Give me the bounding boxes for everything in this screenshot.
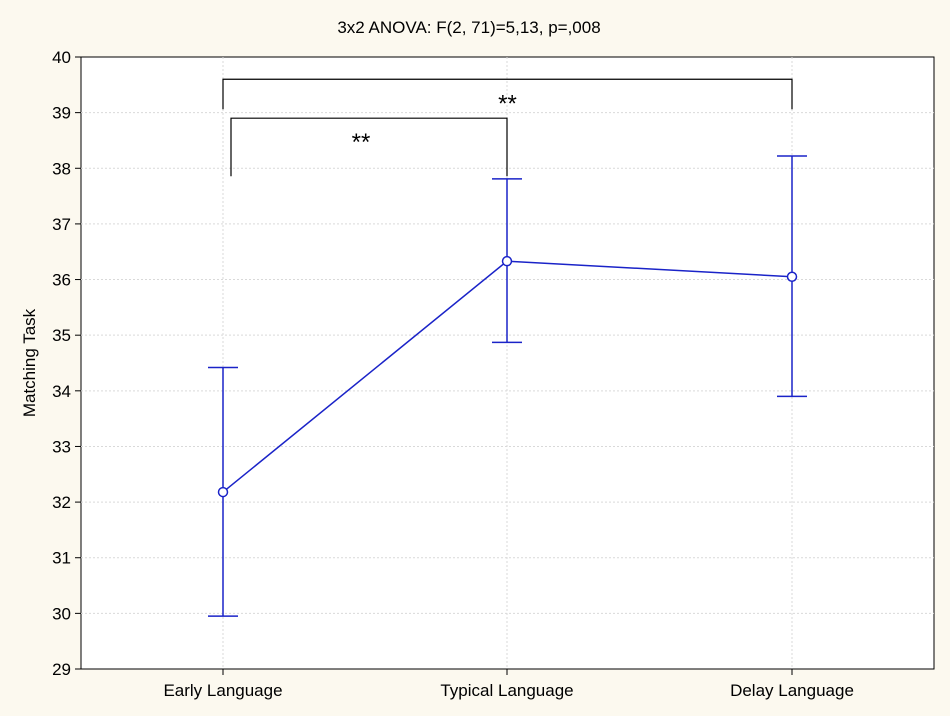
y-tick-label: 32	[52, 493, 71, 512]
y-axis-ticks: 29 30 31 32 33 34 35 36 37 38 39 40	[52, 48, 81, 679]
y-tick-label: 40	[52, 48, 71, 67]
y-tick-label: 36	[52, 271, 71, 290]
y-tick-label: 37	[52, 215, 71, 234]
series-layer	[208, 155, 807, 617]
y-tick-label: 35	[52, 326, 71, 345]
y-tick-label: 38	[52, 159, 71, 178]
data-point	[217, 486, 229, 498]
y-tick-label: 33	[52, 437, 71, 456]
y-tick-label: 34	[52, 382, 71, 401]
data-point	[786, 271, 798, 283]
chart-title: 3x2 ANOVA: F(2, 71)=5,13, p=,008	[337, 18, 600, 37]
significance-bracket	[230, 117, 508, 177]
y-axis-label: Matching Task	[20, 308, 39, 417]
x-axis-ticks: Early Language Typical Language Delay Lang…	[163, 669, 854, 700]
x-tick-label: Early Language	[163, 681, 282, 700]
y-tick-label: 39	[52, 104, 71, 123]
data-point	[501, 255, 513, 267]
significance-label: **	[352, 129, 371, 156]
x-tick-label: Typical Language	[440, 681, 573, 700]
significance-brackets: ** **	[222, 78, 793, 177]
x-tick-label: Delay Language	[730, 681, 854, 700]
y-tick-label: 31	[52, 549, 71, 568]
y-tick-label: 30	[52, 604, 71, 623]
significance-label: **	[498, 90, 517, 117]
y-tick-label: 29	[52, 660, 71, 679]
significance-bracket	[222, 78, 793, 110]
